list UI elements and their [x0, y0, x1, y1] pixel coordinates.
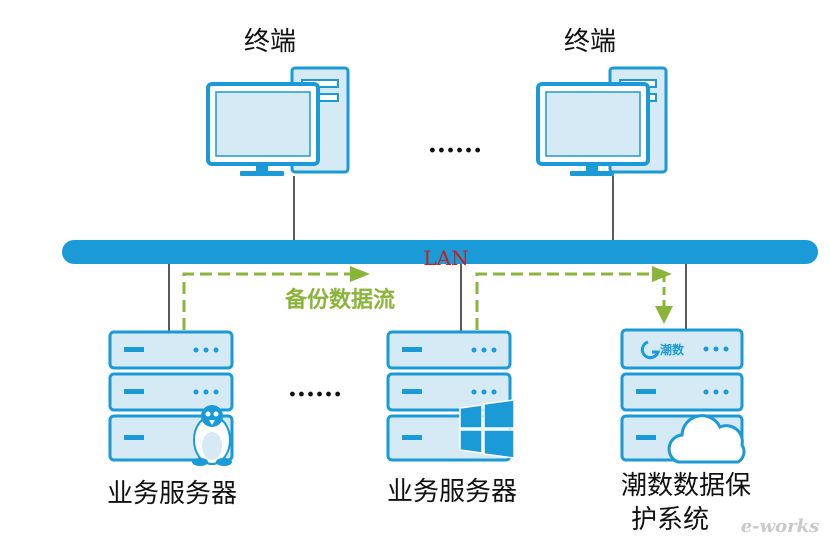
backup-flow-path [182, 266, 673, 330]
ellipsis-servers: ...... [288, 373, 342, 403]
ellipsis-terminals: ...... [428, 129, 482, 159]
lan-label: LAN [423, 246, 468, 270]
business-server-1 [108, 330, 234, 466]
flow-arrow-right-icon [652, 266, 672, 282]
computer-icon [536, 66, 668, 176]
data-protection-system: 潮数 [620, 328, 746, 464]
windows-logo-icon [459, 399, 515, 459]
flow-arrow-down-icon [655, 306, 673, 324]
backup-flow-label: 备份数据流 [284, 287, 395, 313]
computer-icon [206, 66, 350, 176]
linux-penguin-icon [192, 405, 232, 466]
brand-logo-icon: 潮数 [640, 340, 685, 360]
flow-arrow-right-icon [350, 266, 370, 282]
brand-logo-text: 潮数 [660, 342, 685, 357]
lan-bar [62, 240, 818, 264]
cloud-icon [667, 414, 746, 464]
server-label-1: 业务服务器 [107, 479, 237, 509]
protection-system-label-line1: 潮数数据保 [621, 471, 751, 501]
terminal-2 [536, 66, 668, 176]
watermark: e-works [741, 516, 820, 537]
server-label-2: 业务服务器 [387, 477, 517, 507]
terminal-1 [206, 66, 350, 176]
terminal-label-2: 终端 [564, 27, 616, 57]
business-server-2 [386, 330, 515, 462]
terminal-label-1: 终端 [244, 27, 296, 57]
protection-system-label-line2: 护系统 [631, 505, 709, 535]
